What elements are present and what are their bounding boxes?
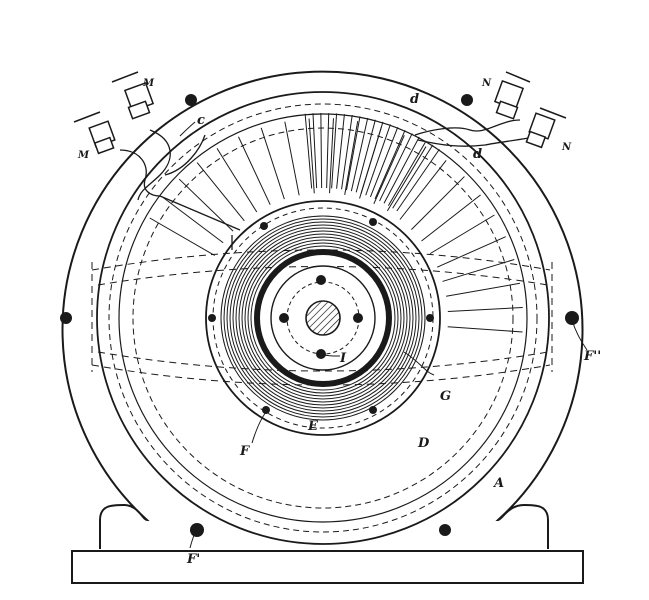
conductor-segment xyxy=(447,326,523,333)
conductor-segment xyxy=(360,121,384,194)
conductor-segment xyxy=(331,113,338,189)
label-n-top: N xyxy=(481,78,492,89)
conductor-segment xyxy=(369,126,399,198)
conductor-segment xyxy=(365,124,391,196)
winding-turn xyxy=(247,242,399,394)
conductor-segment xyxy=(447,307,523,312)
frame-outline xyxy=(61,70,584,549)
terminal-n-top xyxy=(493,71,531,120)
conductor-segment xyxy=(238,136,271,205)
bolt-hole xyxy=(353,313,363,323)
conductor-segment xyxy=(149,217,215,256)
labels: A D E F F' F'' G I c d d M M N N xyxy=(77,78,601,567)
label-m-side: M xyxy=(77,150,90,161)
conductor-segment xyxy=(374,129,406,200)
conductor-segment xyxy=(373,135,405,205)
bolt-hole xyxy=(60,312,72,324)
conductor-segment xyxy=(396,148,440,212)
radial-conductors xyxy=(149,113,523,333)
conductor-segment xyxy=(442,259,515,282)
winding-turn xyxy=(238,233,408,403)
label-i: I xyxy=(339,351,347,366)
conductor-segment xyxy=(216,148,258,213)
conductor-segment xyxy=(386,146,427,212)
label-g: G xyxy=(440,389,451,404)
conductor-segment xyxy=(344,120,359,195)
winding-turn xyxy=(220,215,426,421)
conductor-segment xyxy=(312,113,318,189)
winding-turn xyxy=(232,227,414,409)
conductor-segment xyxy=(304,113,313,189)
conductor-segment xyxy=(320,113,323,189)
terminal-leads xyxy=(119,119,546,250)
label-m-top: M xyxy=(142,78,155,89)
bolt-hole xyxy=(316,275,326,285)
winding-turn xyxy=(250,245,396,391)
terminal-m-side xyxy=(73,111,116,155)
conductor-segment xyxy=(436,236,506,268)
bolt-hole xyxy=(439,524,451,536)
bolt-hole xyxy=(279,313,289,323)
winding-turn xyxy=(244,239,402,397)
shaft xyxy=(305,300,341,336)
winding-turn xyxy=(223,218,423,418)
label-e: E xyxy=(307,419,319,434)
conductor-segment xyxy=(284,121,300,196)
conductor-segment xyxy=(421,194,481,242)
label-n-side: N xyxy=(561,142,572,153)
label-d: D xyxy=(417,436,430,451)
conductor-segment xyxy=(178,178,234,232)
bolt-hole xyxy=(190,523,204,537)
conductor-segment xyxy=(336,114,345,189)
conductor-segment xyxy=(387,140,427,206)
bolt-hole xyxy=(369,218,377,226)
frame-a xyxy=(61,70,584,584)
conductor-segment xyxy=(196,162,245,222)
conductor-segment xyxy=(341,115,353,190)
conductor-segment xyxy=(399,160,447,220)
terminal-n-side xyxy=(525,107,567,149)
conductor-segment xyxy=(350,117,369,192)
bolt-hole xyxy=(565,311,579,325)
conductor-segment xyxy=(392,144,434,209)
winding-turn xyxy=(235,230,411,406)
conductor-segment xyxy=(379,133,413,202)
conductor-segment xyxy=(162,197,224,244)
winding-turn xyxy=(241,236,405,400)
bolts xyxy=(60,94,579,537)
conductor-segment xyxy=(355,119,376,193)
bolt-hole xyxy=(461,94,473,106)
winding-turn xyxy=(226,221,420,415)
label-f-double-prime: F'' xyxy=(583,349,601,364)
conductor-segment xyxy=(308,118,315,194)
coil-region-e xyxy=(205,200,441,436)
bolt-hole xyxy=(185,94,197,106)
bolt-hole xyxy=(260,222,268,230)
label-d-top: d xyxy=(410,92,419,107)
conductor-segment xyxy=(429,214,495,255)
label-a: A xyxy=(492,476,504,491)
coil-windings xyxy=(220,215,426,421)
conductor-segment xyxy=(383,136,420,204)
label-f-prime: F' xyxy=(186,552,200,567)
conductor-segment xyxy=(326,113,330,189)
armature-disc-d xyxy=(96,91,550,545)
label-f: F xyxy=(239,444,250,459)
conductor-segment xyxy=(329,118,334,194)
conductor-segment xyxy=(260,127,285,200)
conductor-segment xyxy=(446,282,521,297)
bolt-hole xyxy=(369,406,377,414)
winding-turn xyxy=(229,224,417,412)
leader-lines xyxy=(179,121,588,549)
label-d-side: d xyxy=(473,147,482,162)
bolt-hole xyxy=(426,314,434,322)
conductor-segment xyxy=(345,116,361,191)
label-c: c xyxy=(197,113,205,128)
bolt-hole xyxy=(262,406,270,414)
conductor-segment xyxy=(411,176,465,230)
terminal-m-top xyxy=(111,71,155,120)
base-plate xyxy=(71,550,584,584)
bolt-hole xyxy=(208,314,216,322)
